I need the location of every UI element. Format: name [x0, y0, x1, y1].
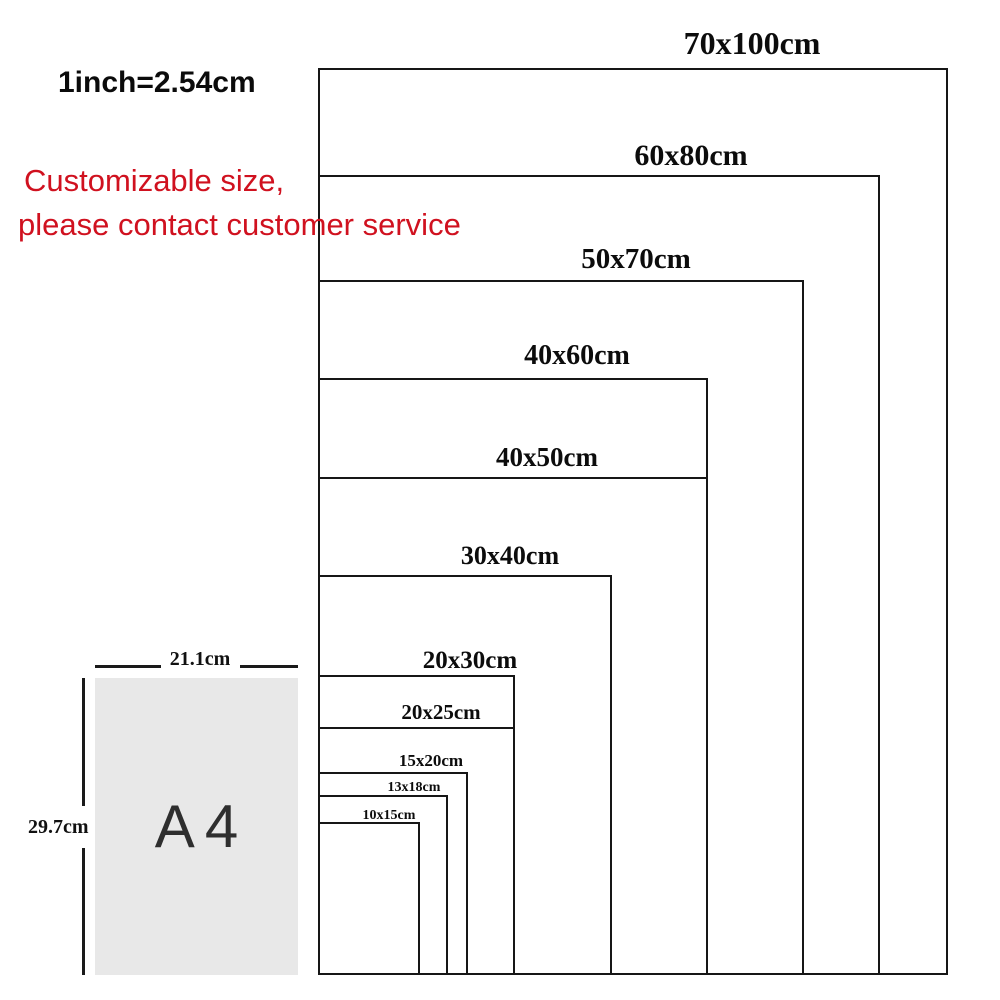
- a4-width-label: 21.1cm: [169, 648, 231, 670]
- size-label-30x40: 30x40cm: [460, 541, 560, 570]
- size-rect-10x15: [318, 822, 420, 975]
- size-label-60x80: 60x80cm: [634, 139, 748, 172]
- customizable-note-line1: Customizable size,: [24, 163, 285, 198]
- size-label-40x50: 40x50cm: [496, 442, 598, 472]
- inch-conversion-note: 1inch=2.54cm: [58, 66, 256, 99]
- size-label-13x18: 13x18cm: [387, 780, 441, 795]
- size-label-20x30: 20x30cm: [422, 647, 518, 674]
- customizable-note-line2: please contact customer service: [18, 207, 461, 242]
- a4-width-line-left: [95, 665, 161, 668]
- size-label-40x60: 40x60cm: [524, 340, 630, 371]
- a4-height-label: 29.7cm: [28, 816, 89, 838]
- a4-height-line-bottom: [82, 848, 85, 975]
- size-label-10x15: 10x15cm: [362, 808, 416, 823]
- size-label-15x20: 15x20cm: [398, 751, 464, 770]
- size-label-70x100: 70x100cm: [683, 25, 821, 61]
- size-label-50x70: 50x70cm: [581, 243, 691, 275]
- size-label-20x25: 20x25cm: [401, 700, 481, 724]
- a4-height-line-top: [82, 678, 85, 806]
- a4-reference-sheet: A4: [95, 678, 298, 975]
- a4-label: A4: [154, 793, 249, 860]
- a4-width-line-right: [240, 665, 298, 668]
